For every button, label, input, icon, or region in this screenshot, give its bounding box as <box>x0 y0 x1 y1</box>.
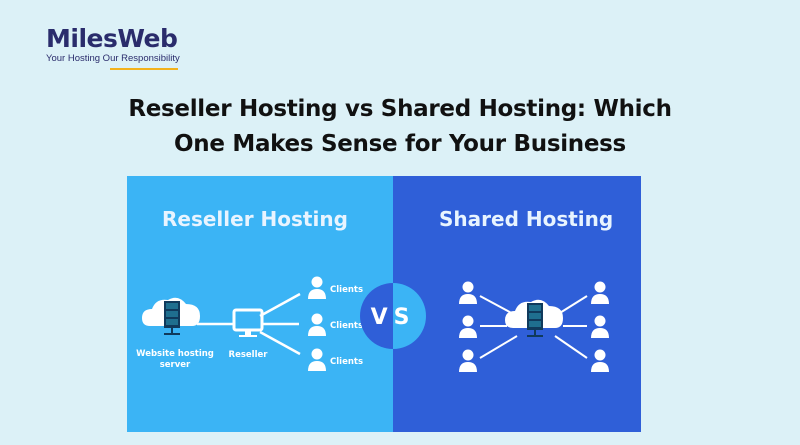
brand-tagline: Your Hosting Our Responsibility <box>46 53 180 64</box>
server-label-2: server <box>160 360 191 370</box>
client-label: Clients <box>330 357 363 367</box>
tagline-underline <box>110 68 178 70</box>
brand-logo[interactable]: MilesWeb Your Hosting Our Responsibility <box>46 24 180 70</box>
monitor-icon <box>232 308 264 337</box>
reseller-heading: Reseller Hosting <box>162 207 348 231</box>
vs-badge: VS <box>360 283 426 349</box>
client-label: Clients <box>330 321 363 331</box>
brand-name: MilesWeb <box>46 24 178 53</box>
reseller-label: Reseller <box>229 350 269 360</box>
server-label: Website hosting <box>136 349 214 359</box>
vs-label: VS <box>371 305 416 330</box>
page-title: Reseller Hosting vs Shared Hosting: Whic… <box>0 92 800 162</box>
shared-panel <box>393 176 641 432</box>
client-label: Clients <box>330 285 363 295</box>
shared-heading: Shared Hosting <box>439 207 613 231</box>
comparison-diagram: Reseller Hosting Shared Hosting Website … <box>127 176 641 432</box>
title-line-1: Reseller Hosting vs Shared Hosting: Whic… <box>128 96 672 122</box>
title-line-2: One Makes Sense for Your Business <box>174 131 626 157</box>
